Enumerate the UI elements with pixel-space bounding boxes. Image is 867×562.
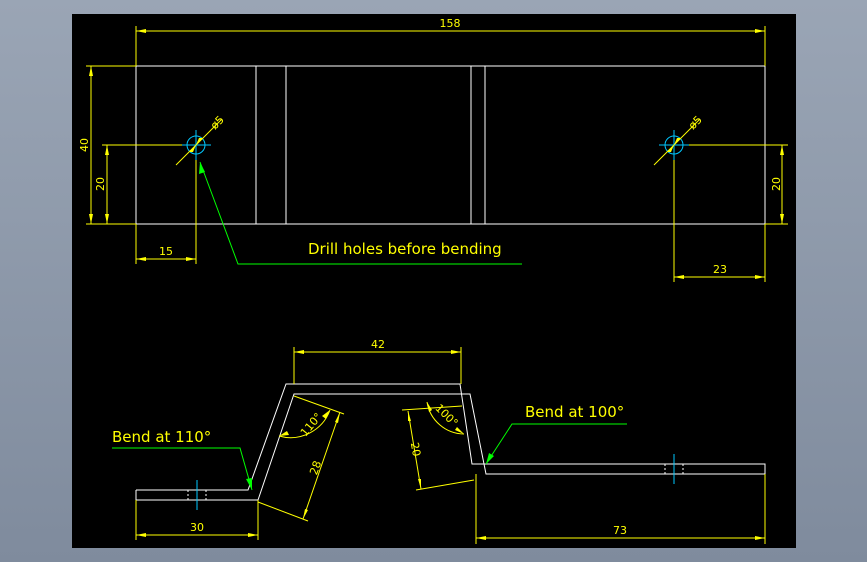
hole-mark-right (664, 454, 684, 484)
dim-left-flange[interactable]: 30 (135, 500, 259, 540)
drill-note[interactable]: Drill holes before bending (199, 161, 522, 265)
dim-length[interactable]: 158 (135, 17, 766, 66)
dim-hole-right-y-text: 20 (770, 177, 783, 191)
dim-right-slope-text: 20 (408, 441, 423, 457)
dim-right-flange-text: 73 (613, 524, 627, 537)
dim-left-slope-text: 28 (307, 459, 324, 477)
dim-hole-left-y[interactable]: 20 (94, 144, 182, 224)
dim-hole-left-x-text: 15 (159, 245, 173, 258)
bend-note-right[interactable]: Bend at 100° (485, 403, 627, 465)
dim-hole-left-y-text: 20 (94, 177, 107, 191)
dim-top[interactable]: 42 (293, 338, 462, 384)
bend-note-left[interactable]: Bend at 110° (112, 428, 253, 491)
hole-right-dia-leader[interactable]: ø5 (653, 113, 705, 166)
dim-left-slope[interactable]: 28 (257, 395, 345, 522)
dim-hole-right-y[interactable]: 20 (689, 144, 788, 225)
drill-note-text: Drill holes before bending (308, 240, 502, 258)
dim-right-slope[interactable]: 20 (401, 405, 475, 491)
hole-left-dia-text: ø5 (208, 113, 227, 132)
dim-top-text: 42 (371, 338, 385, 351)
dim-height[interactable]: 40 (78, 65, 136, 225)
top-view: 158 40 20 20 (78, 17, 788, 282)
dim-hole-left-x[interactable]: 15 (135, 160, 197, 264)
dim-length-text: 158 (440, 17, 461, 30)
dim-left-flange-text: 30 (190, 521, 204, 534)
dim-hole-right-x-text: 23 (713, 263, 727, 276)
bend-note-left-text: Bend at 110° (112, 428, 211, 446)
dim-hole-right-x[interactable]: 23 (673, 160, 766, 282)
angle-right-text: 100° (433, 402, 461, 430)
dim-height-text: 40 (78, 138, 91, 152)
hole-right-dia-text: ø5 (686, 113, 705, 132)
dim-right-flange[interactable]: 73 (475, 474, 766, 544)
cad-drawing: 158 40 20 20 (78, 17, 788, 544)
side-view: 42 30 73 28 (112, 338, 766, 544)
bent-profile[interactable] (135, 383, 766, 501)
cad-viewport[interactable]: 158 40 20 20 (72, 14, 796, 548)
hole-mark-left (187, 480, 207, 510)
bend-note-right-text: Bend at 100° (525, 403, 624, 421)
hole-left-dia-leader[interactable]: ø5 (175, 113, 227, 166)
